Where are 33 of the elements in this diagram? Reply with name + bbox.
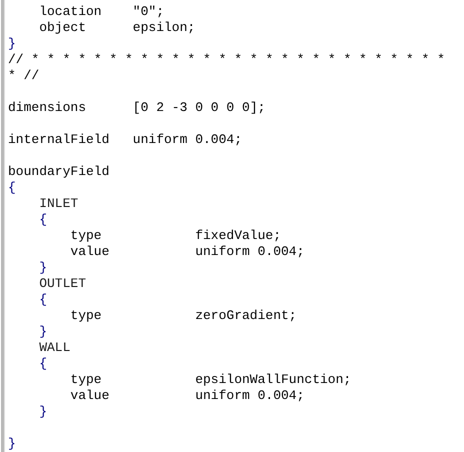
brace: { xyxy=(39,292,47,308)
code-value: uniform 0.004; xyxy=(195,244,304,260)
code-value: epsilon; xyxy=(132,20,196,36)
code-keyword: object xyxy=(39,20,86,36)
code-keyword: value xyxy=(70,388,110,404)
code-keyword: value xyxy=(70,244,110,260)
patch-name: INLET xyxy=(39,196,78,212)
code-keyword: type xyxy=(70,308,102,324)
brace: { xyxy=(39,212,47,228)
code-keyword: location xyxy=(39,4,102,20)
brace: } xyxy=(39,260,47,276)
code-comment: * // xyxy=(8,68,40,84)
code-value: [0 2 -3 0 0 0 0]; xyxy=(132,100,266,116)
code-value: fixedValue; xyxy=(195,228,282,244)
brace: } xyxy=(39,404,47,420)
code-value: zeroGradient; xyxy=(195,308,297,324)
code-keyword: dimensions xyxy=(8,100,86,116)
code-keyword: type xyxy=(70,372,102,388)
code-value: epsilonWallFunction; xyxy=(195,372,352,388)
code-value: uniform 0.004; xyxy=(195,388,304,404)
brace: } xyxy=(39,324,47,340)
brace: { xyxy=(8,180,16,196)
code-keyword: type xyxy=(70,228,102,244)
code-comment: // * * * * * * * * * * * * * * * * * * * * * * * * * * * xyxy=(8,52,445,68)
code-value: "0"; xyxy=(132,4,164,20)
brace: } xyxy=(8,436,16,452)
code-value: uniform 0.004; xyxy=(132,132,242,148)
code-keyword: boundaryField xyxy=(8,164,110,180)
patch-name: WALL xyxy=(39,340,70,356)
patch-name: OUTLET xyxy=(39,276,86,292)
brace: { xyxy=(39,356,47,372)
brace: } xyxy=(8,36,16,52)
code-keyword: internalField xyxy=(8,132,110,148)
